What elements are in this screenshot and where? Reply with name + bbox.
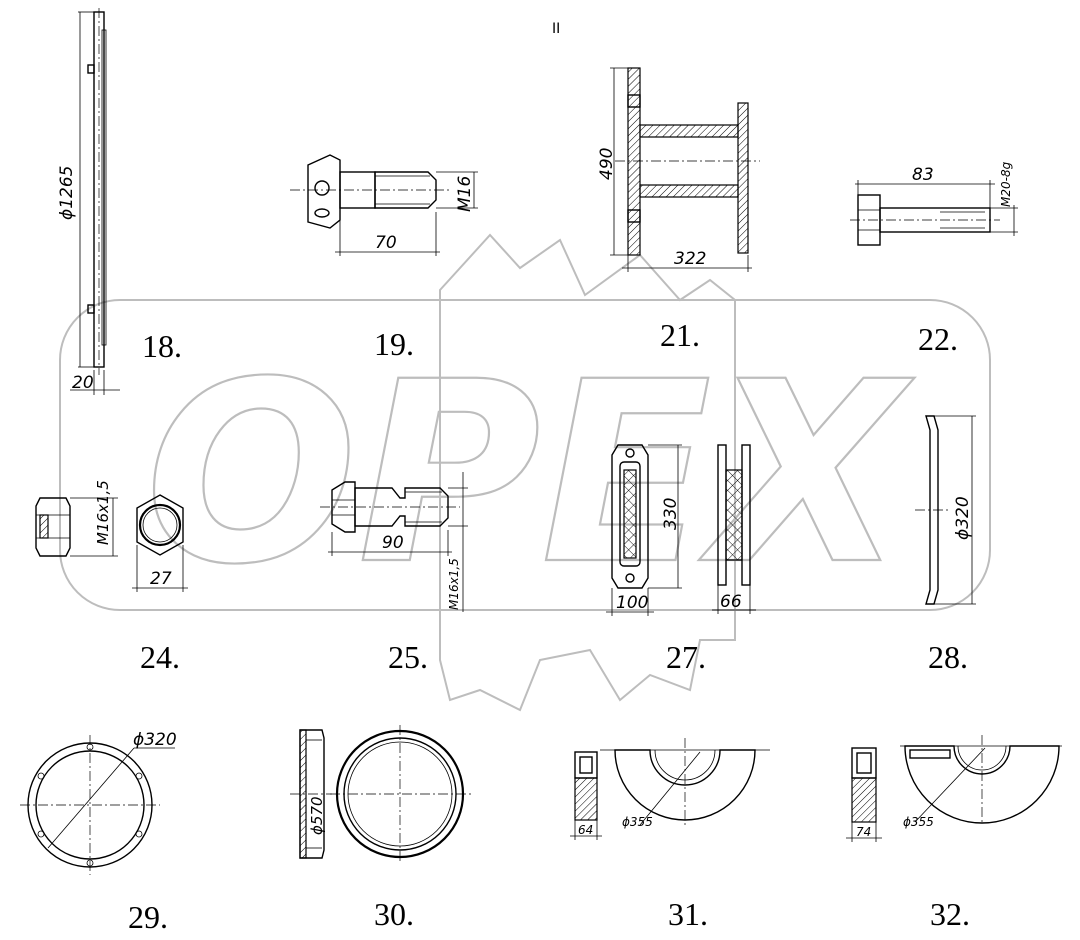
part-28-dim-diameter: ϕ320: [953, 496, 973, 540]
part-30-dim-diameter: ϕ570: [308, 796, 326, 835]
part-22: 83 M20-8g 22.: [850, 161, 1018, 357]
part-28: ϕ320 28.: [915, 415, 976, 675]
part-30: ϕ570 30.: [290, 725, 472, 932]
part-19-dim-thread: M16: [455, 176, 475, 212]
part-25-dim-length: 90: [382, 533, 404, 553]
part-24-label: 24.: [140, 639, 180, 675]
part-29-label: 29.: [128, 899, 168, 935]
part-32-dim-diameter: ϕ355: [903, 815, 934, 829]
watermark-text: OPEX: [145, 328, 915, 619]
part-18-label: 18.: [142, 328, 182, 364]
part-25-label: 25.: [388, 639, 428, 675]
part-27-dim-width: 100: [616, 593, 648, 613]
part-22-label: 22.: [918, 321, 958, 357]
sheet-mark: II: [552, 21, 560, 37]
part-19: M16 70 19.: [290, 154, 478, 362]
part-27-dim-thickness: 66: [720, 592, 742, 612]
part-32-label: 32.: [930, 896, 970, 932]
part-29: ϕ320 29.: [20, 730, 177, 935]
part-30-label: 30.: [374, 896, 414, 932]
part-24-dim-thread: M16x1,5: [94, 480, 112, 545]
part-18-dim-thickness: 20: [72, 373, 94, 393]
part-22-dim-length: 83: [912, 165, 934, 185]
part-31-dim-width: 64: [578, 823, 593, 837]
part-25-dim-thread: M16x1,5: [447, 558, 461, 610]
part-28-label: 28.: [928, 639, 968, 675]
part-31: 64 ϕ355 31.: [570, 738, 770, 932]
part-32: 74 ϕ355 32.: [846, 735, 1062, 932]
part-32-dim-width: 74: [856, 825, 871, 839]
part-21-dim-height: 490: [597, 148, 617, 180]
part-31-dim-diameter: ϕ355: [622, 815, 653, 829]
part-22-dim-thread: M20-8g: [999, 161, 1013, 207]
part-19-dim-length: 70: [375, 233, 397, 253]
part-21-dim-length: 322: [674, 249, 706, 269]
part-24: M16x1,5 27 24.: [35, 480, 188, 675]
part-31-label: 31.: [668, 896, 708, 932]
part-29-dim-diameter: ϕ320: [133, 730, 177, 750]
watermark-logo: OPEX: [59, 233, 991, 712]
watermark-box: [59, 299, 991, 611]
part-21-label: 21.: [660, 317, 700, 353]
part-27-label: 27.: [666, 639, 706, 675]
part-27: 330 100 66 27.: [606, 444, 756, 675]
part-21: 490 322 21.: [597, 67, 760, 353]
part-25: 90 M16x1,5 25.: [320, 472, 468, 675]
part-27-dim-height: 330: [661, 498, 681, 530]
part-24-dim-width: 27: [150, 569, 172, 589]
part-18-dim-diameter: ϕ1265: [57, 166, 77, 220]
watermark-gear: [439, 233, 736, 712]
part-19-label: 19.: [374, 326, 414, 362]
part-18: ϕ1265 20 18.: [57, 8, 182, 395]
